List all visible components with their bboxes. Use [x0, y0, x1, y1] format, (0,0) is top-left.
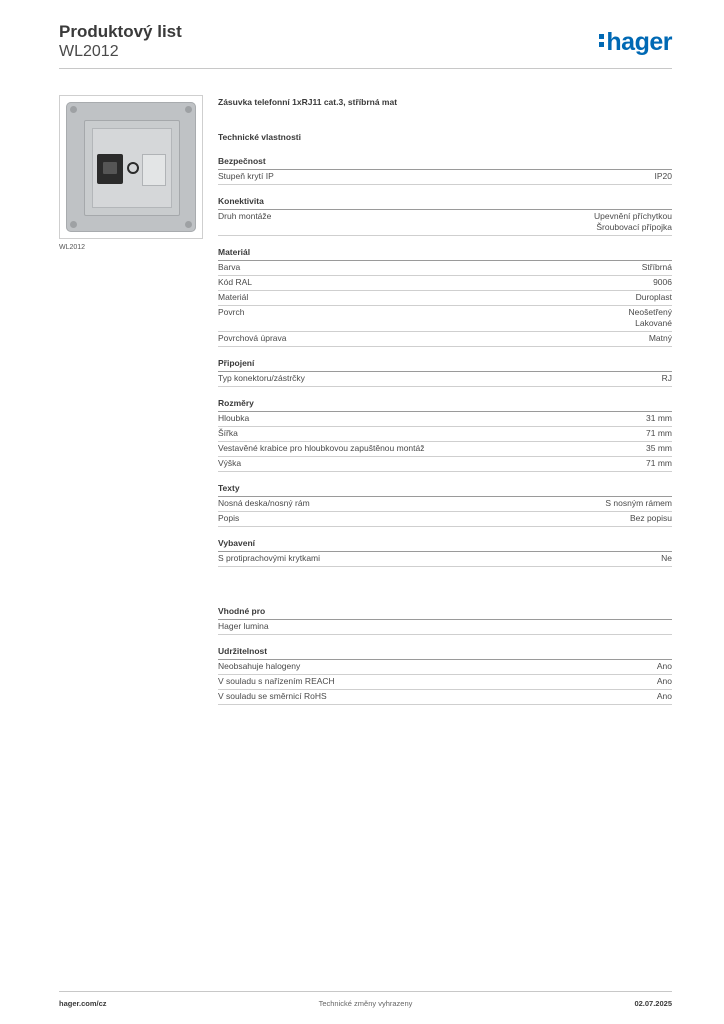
spec-label: Povrchová úprava: [218, 333, 287, 343]
spec-label: V souladu se směrnicí RoHS: [218, 691, 327, 701]
spec-value: Neošetřený Lakované: [628, 307, 672, 328]
tech-section-title: Technické vlastnosti: [218, 132, 301, 142]
screw-icon: [70, 221, 77, 228]
logo-colon-icon: [599, 32, 605, 48]
socket-plate-icon: [66, 102, 196, 232]
spec-value: Upevnění příchytkou Šroubovací přípojka: [594, 211, 672, 232]
indicator-ring-icon: [127, 162, 139, 174]
suitable-group: Vhodné pro Hager lumina: [218, 606, 672, 635]
spec-value: 31 mm: [646, 413, 672, 423]
group-title: Připojení: [218, 358, 672, 372]
spec-value: Duroplast: [635, 292, 672, 302]
footer-divider: [59, 991, 672, 992]
spec-content: Zásuvka telefonní 1xRJ11 cat.3, stříbrná…: [218, 97, 672, 716]
spec-row: Materiál Duroplast: [218, 291, 672, 306]
rj-jack-icon: [97, 154, 123, 184]
sustainability-group: Udržitelnost Neobsahuje halogeny Ano V s…: [218, 646, 672, 705]
spec-row: Neobsahuje halogeny Ano: [218, 660, 672, 675]
document-title: Produktový list: [59, 22, 182, 41]
spec-label: Hloubka: [218, 413, 250, 423]
spec-row: Šířka 71 mm: [218, 427, 672, 442]
spec-row: Typ konektoru/zástrčky RJ: [218, 372, 672, 387]
logo-text: hager: [606, 28, 672, 56]
spec-row: V souladu s nařízením REACH Ano: [218, 675, 672, 690]
spec-value: Ne: [661, 553, 672, 563]
group-title: Texty: [218, 483, 672, 497]
spec-value: Ano: [656, 676, 672, 686]
spec-row: Hager lumina: [218, 620, 672, 635]
group-title: Udržitelnost: [218, 646, 672, 660]
spec-value: IP20: [654, 171, 673, 181]
spec-row: Stupeň krytí IP IP20: [218, 170, 672, 185]
spec-value: Matný: [648, 333, 672, 343]
spec-value: Ano: [656, 661, 672, 671]
spec-label: Neobsahuje halogeny: [218, 661, 301, 671]
spec-value: 71 mm: [646, 428, 672, 438]
spec-row: Popis Bez popisu: [218, 512, 672, 527]
group-title: Rozměry: [218, 398, 672, 412]
spec-value: 9006: [653, 277, 672, 287]
spec-label: Kód RAL: [218, 277, 253, 287]
spec-row: Hloubka 31 mm: [218, 412, 672, 427]
hager-logo: hager: [599, 28, 672, 56]
spec-label: Hager lumina: [218, 621, 269, 631]
spec-row: Druh montáže Upevnění příchytkou Šroubova…: [218, 210, 672, 236]
footer-date: 02.07.2025: [634, 999, 672, 1008]
spec-label: V souladu s nařízením REACH: [218, 676, 335, 686]
spec-label: Povrch: [218, 307, 245, 317]
spec-value: 71 mm: [646, 458, 672, 468]
spec-row: S protiprachovými krytkami Ne: [218, 552, 672, 567]
blank-cover-icon: [142, 154, 166, 186]
document-header: Produktový list WL2012: [59, 22, 182, 61]
spec-label: Vestavěné krabice pro hloubkovou zapuště…: [218, 443, 425, 453]
spec-value: Ano: [656, 691, 672, 701]
spec-value: 35 mm: [646, 443, 672, 453]
group-title: Bezpečnost: [218, 156, 672, 170]
spec-label: Materiál: [218, 292, 249, 302]
spec-value: RJ: [661, 373, 672, 383]
spec-row: V souladu se směrnicí RoHS Ano: [218, 690, 672, 705]
spec-label: Popis: [218, 513, 240, 523]
footer-website-link[interactable]: hager.com/cz: [59, 999, 107, 1008]
spec-label: Šířka: [218, 428, 238, 438]
spec-label: S protiprachovými krytkami: [218, 553, 321, 563]
spec-label: Barva: [218, 262, 241, 272]
spec-row: Povrchová úprava Matný: [218, 332, 672, 347]
spec-row: Barva Stříbrná: [218, 261, 672, 276]
spec-row: Nosná deska/nosný rám S nosným rámem: [218, 497, 672, 512]
group-title: Materiál: [218, 247, 672, 261]
group-title: Vybavení: [218, 538, 672, 552]
image-caption: WL2012: [59, 244, 86, 251]
header-divider: [59, 68, 672, 69]
group-title: Vhodné pro: [218, 606, 672, 620]
spec-label: Nosná deska/nosný rám: [218, 498, 310, 508]
spec-row: Kód RAL 9006: [218, 276, 672, 291]
screw-icon: [185, 221, 192, 228]
spec-value: S nosným rámem: [605, 498, 672, 508]
screw-icon: [185, 106, 192, 113]
spec-label: Výška: [218, 458, 242, 468]
group-title: Konektivita: [218, 196, 672, 210]
spec-value: Stříbrná: [641, 262, 672, 272]
product-image: [59, 95, 203, 239]
spec-label: Druh montáže: [218, 211, 272, 221]
product-code: WL2012: [59, 43, 119, 60]
footer-notice: Technické změny vyhrazeny: [318, 999, 413, 1008]
spec-label: Stupeň krytí IP: [218, 171, 274, 181]
spec-label: Typ konektoru/zástrčky: [218, 373, 305, 383]
screw-icon: [70, 106, 77, 113]
spec-row: Výška 71 mm: [218, 457, 672, 472]
spec-value: Bez popisu: [629, 513, 672, 523]
product-name: Zásuvka telefonní 1xRJ11 cat.3, stříbrná…: [218, 97, 398, 107]
spec-row: Vestavěné krabice pro hloubkovou zapuště…: [218, 442, 672, 457]
spec-row: Povrch Neošetřený Lakované: [218, 306, 672, 332]
